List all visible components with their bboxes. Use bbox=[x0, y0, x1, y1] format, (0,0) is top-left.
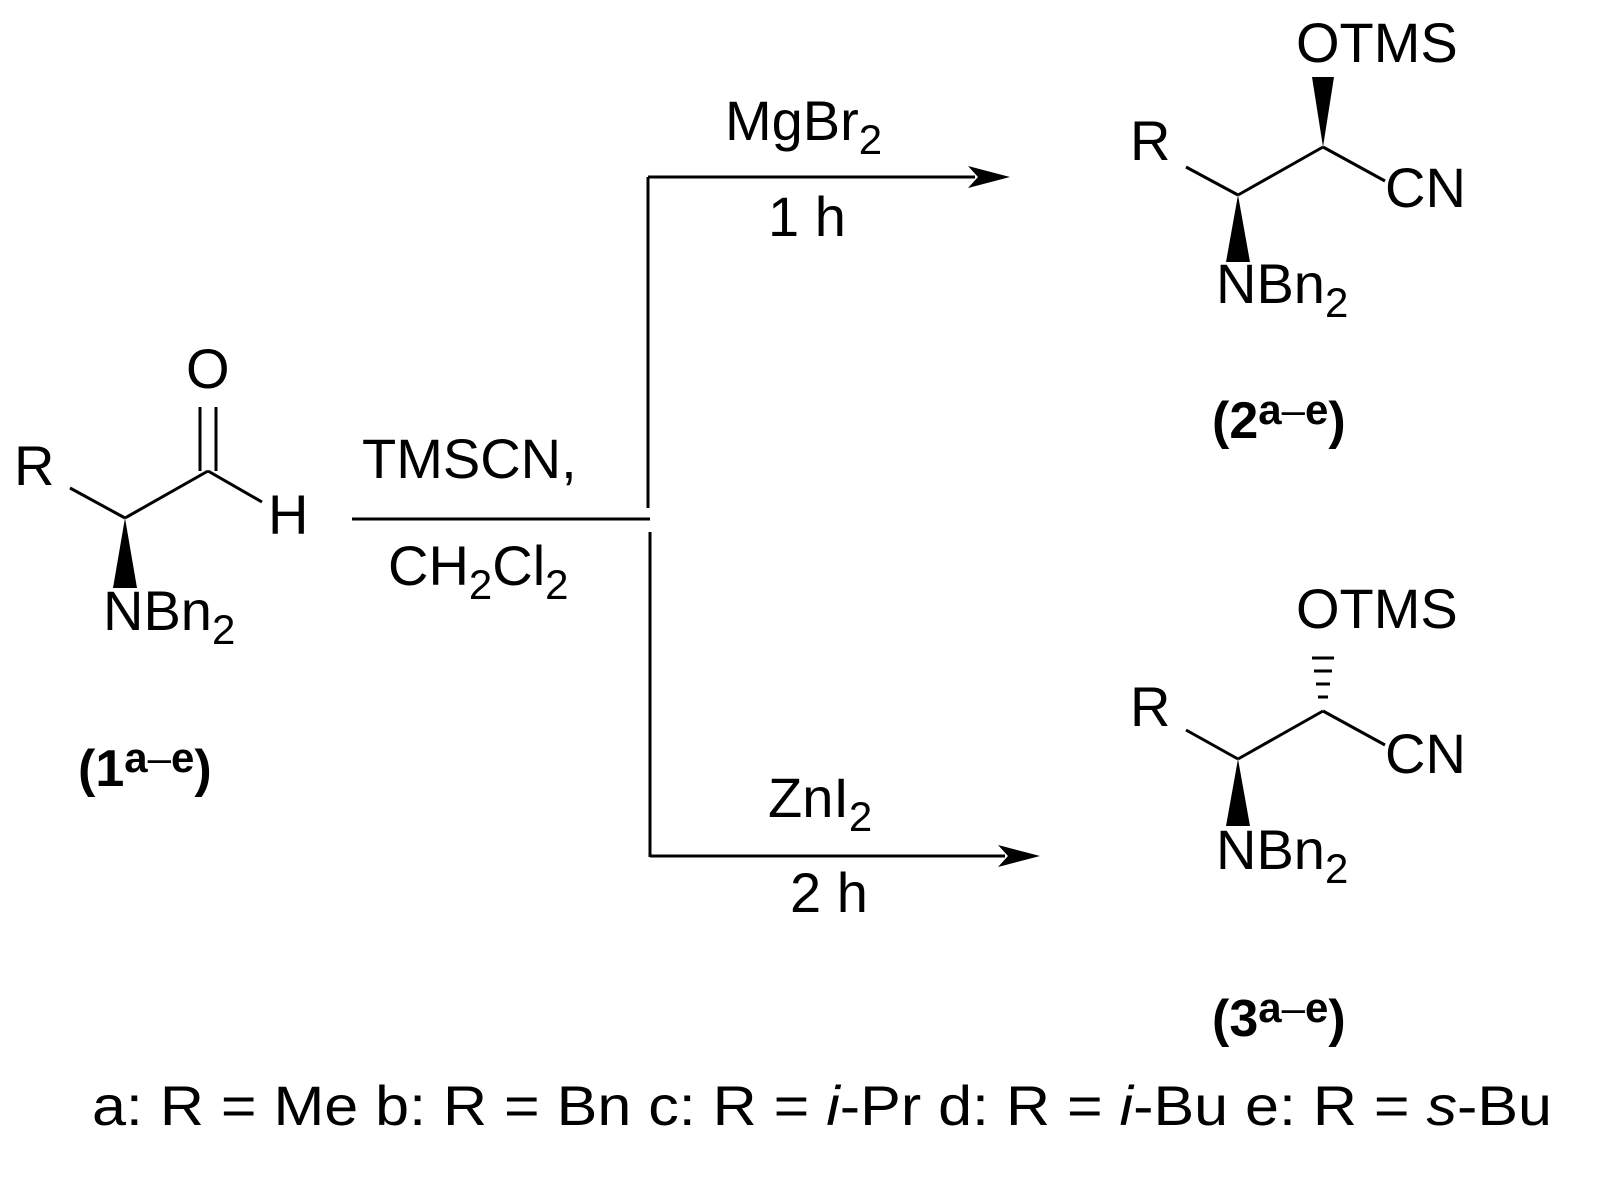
amine-subscript: 2 bbox=[212, 606, 235, 653]
label-dash: – bbox=[148, 734, 172, 781]
label-close: ) bbox=[194, 740, 211, 798]
atom-h: H bbox=[268, 483, 308, 546]
lower-branch: ZnI2 2 h bbox=[650, 766, 1040, 924]
catalyst-zni2: ZnI2 bbox=[768, 766, 872, 840]
footnote-e-rest: -Bu bbox=[1457, 1074, 1552, 1137]
bond-c2-cn bbox=[1322, 145, 1386, 183]
label-open: ( bbox=[78, 740, 96, 798]
compound-label-2: (2a–e) bbox=[1212, 386, 1346, 450]
label-num: 1 bbox=[95, 740, 124, 798]
amine-text: NBn bbox=[103, 579, 212, 642]
footnote-b-prefix: b: R = bbox=[358, 1074, 556, 1137]
lower-arrow-head bbox=[998, 845, 1040, 867]
footnote-e-italic: s bbox=[1427, 1074, 1458, 1137]
bond-r-c1 bbox=[1185, 728, 1239, 761]
wedge-bond-otms bbox=[1312, 77, 1334, 147]
wedge-bond-n bbox=[1226, 759, 1250, 826]
bond-c2-cn bbox=[1322, 709, 1386, 747]
atom-r: R bbox=[1130, 109, 1170, 172]
footnote-e-prefix: e: R = bbox=[1228, 1074, 1426, 1137]
branch-lines bbox=[646, 177, 652, 857]
reagent-tmscn: TMSCN, bbox=[362, 427, 577, 490]
upper-branch: MgBr2 1 h bbox=[648, 89, 1010, 248]
amine-group: NBn2 bbox=[1216, 252, 1348, 326]
footnote-c-prefix: c: R = bbox=[631, 1074, 826, 1137]
bond-carbonyl-h bbox=[207, 469, 263, 504]
catalyst-mgbr2: MgBr2 bbox=[725, 89, 882, 163]
cn-group: CN bbox=[1385, 156, 1466, 219]
footnote-c-italic: i bbox=[826, 1074, 841, 1137]
footnote-a-value: Me bbox=[273, 1074, 358, 1137]
amine-group: NBn2 bbox=[103, 579, 235, 653]
compound-label-3: (3a–e) bbox=[1212, 984, 1346, 1048]
footnote-d-italic: i bbox=[1120, 1074, 1135, 1137]
bond-r-calpha bbox=[69, 486, 126, 520]
upper-arrow-head bbox=[968, 166, 1010, 188]
atom-o: O bbox=[186, 337, 230, 400]
main-conditions: TMSCN, CH2Cl2 bbox=[352, 427, 650, 608]
otms-group: OTMS bbox=[1296, 11, 1458, 74]
compound-label-1: (1a–e) bbox=[78, 734, 212, 798]
footnote-b-value: Bn bbox=[557, 1074, 632, 1137]
label-letters: a bbox=[124, 734, 148, 781]
amine-group: NBn2 bbox=[1216, 818, 1348, 892]
label-end: e bbox=[171, 734, 194, 781]
wedge-bond-n bbox=[113, 518, 137, 588]
otms-group: OTMS bbox=[1296, 577, 1458, 640]
atom-r: R bbox=[14, 434, 54, 497]
cn-group: CN bbox=[1385, 722, 1466, 785]
hashed-bond-otms bbox=[1312, 656, 1334, 699]
product-3-structure: OTMS R CN NBn2 (3a–e) bbox=[1130, 577, 1466, 1048]
solvent-dcm: CH2Cl2 bbox=[388, 534, 569, 608]
atom-r: R bbox=[1130, 675, 1170, 738]
footnote-d-rest: -Bu bbox=[1133, 1074, 1228, 1137]
time-1h: 1 h bbox=[768, 185, 846, 248]
time-2h: 2 h bbox=[790, 861, 868, 924]
reactant-structure: R O H NBn2 (1a–e) bbox=[14, 337, 308, 798]
wedge-bond-n bbox=[1226, 195, 1250, 262]
bond-r-c1 bbox=[1185, 165, 1239, 197]
bond-c1-c2 bbox=[1237, 709, 1324, 761]
bond-calpha-carbonyl bbox=[124, 469, 209, 520]
product-2-structure: OTMS R CN NBn2 (2a–e) bbox=[1130, 11, 1466, 450]
substituent-footnote: a: R = Me b: R = Bn c: R = i-Pr d: R = i… bbox=[92, 1074, 1552, 1137]
footnote-c-rest: -Pr bbox=[840, 1074, 921, 1137]
footnote-d-prefix: d: R = bbox=[921, 1074, 1119, 1137]
bond-c1-c2 bbox=[1237, 145, 1324, 197]
footnote-a-prefix: a: R = bbox=[92, 1074, 273, 1137]
